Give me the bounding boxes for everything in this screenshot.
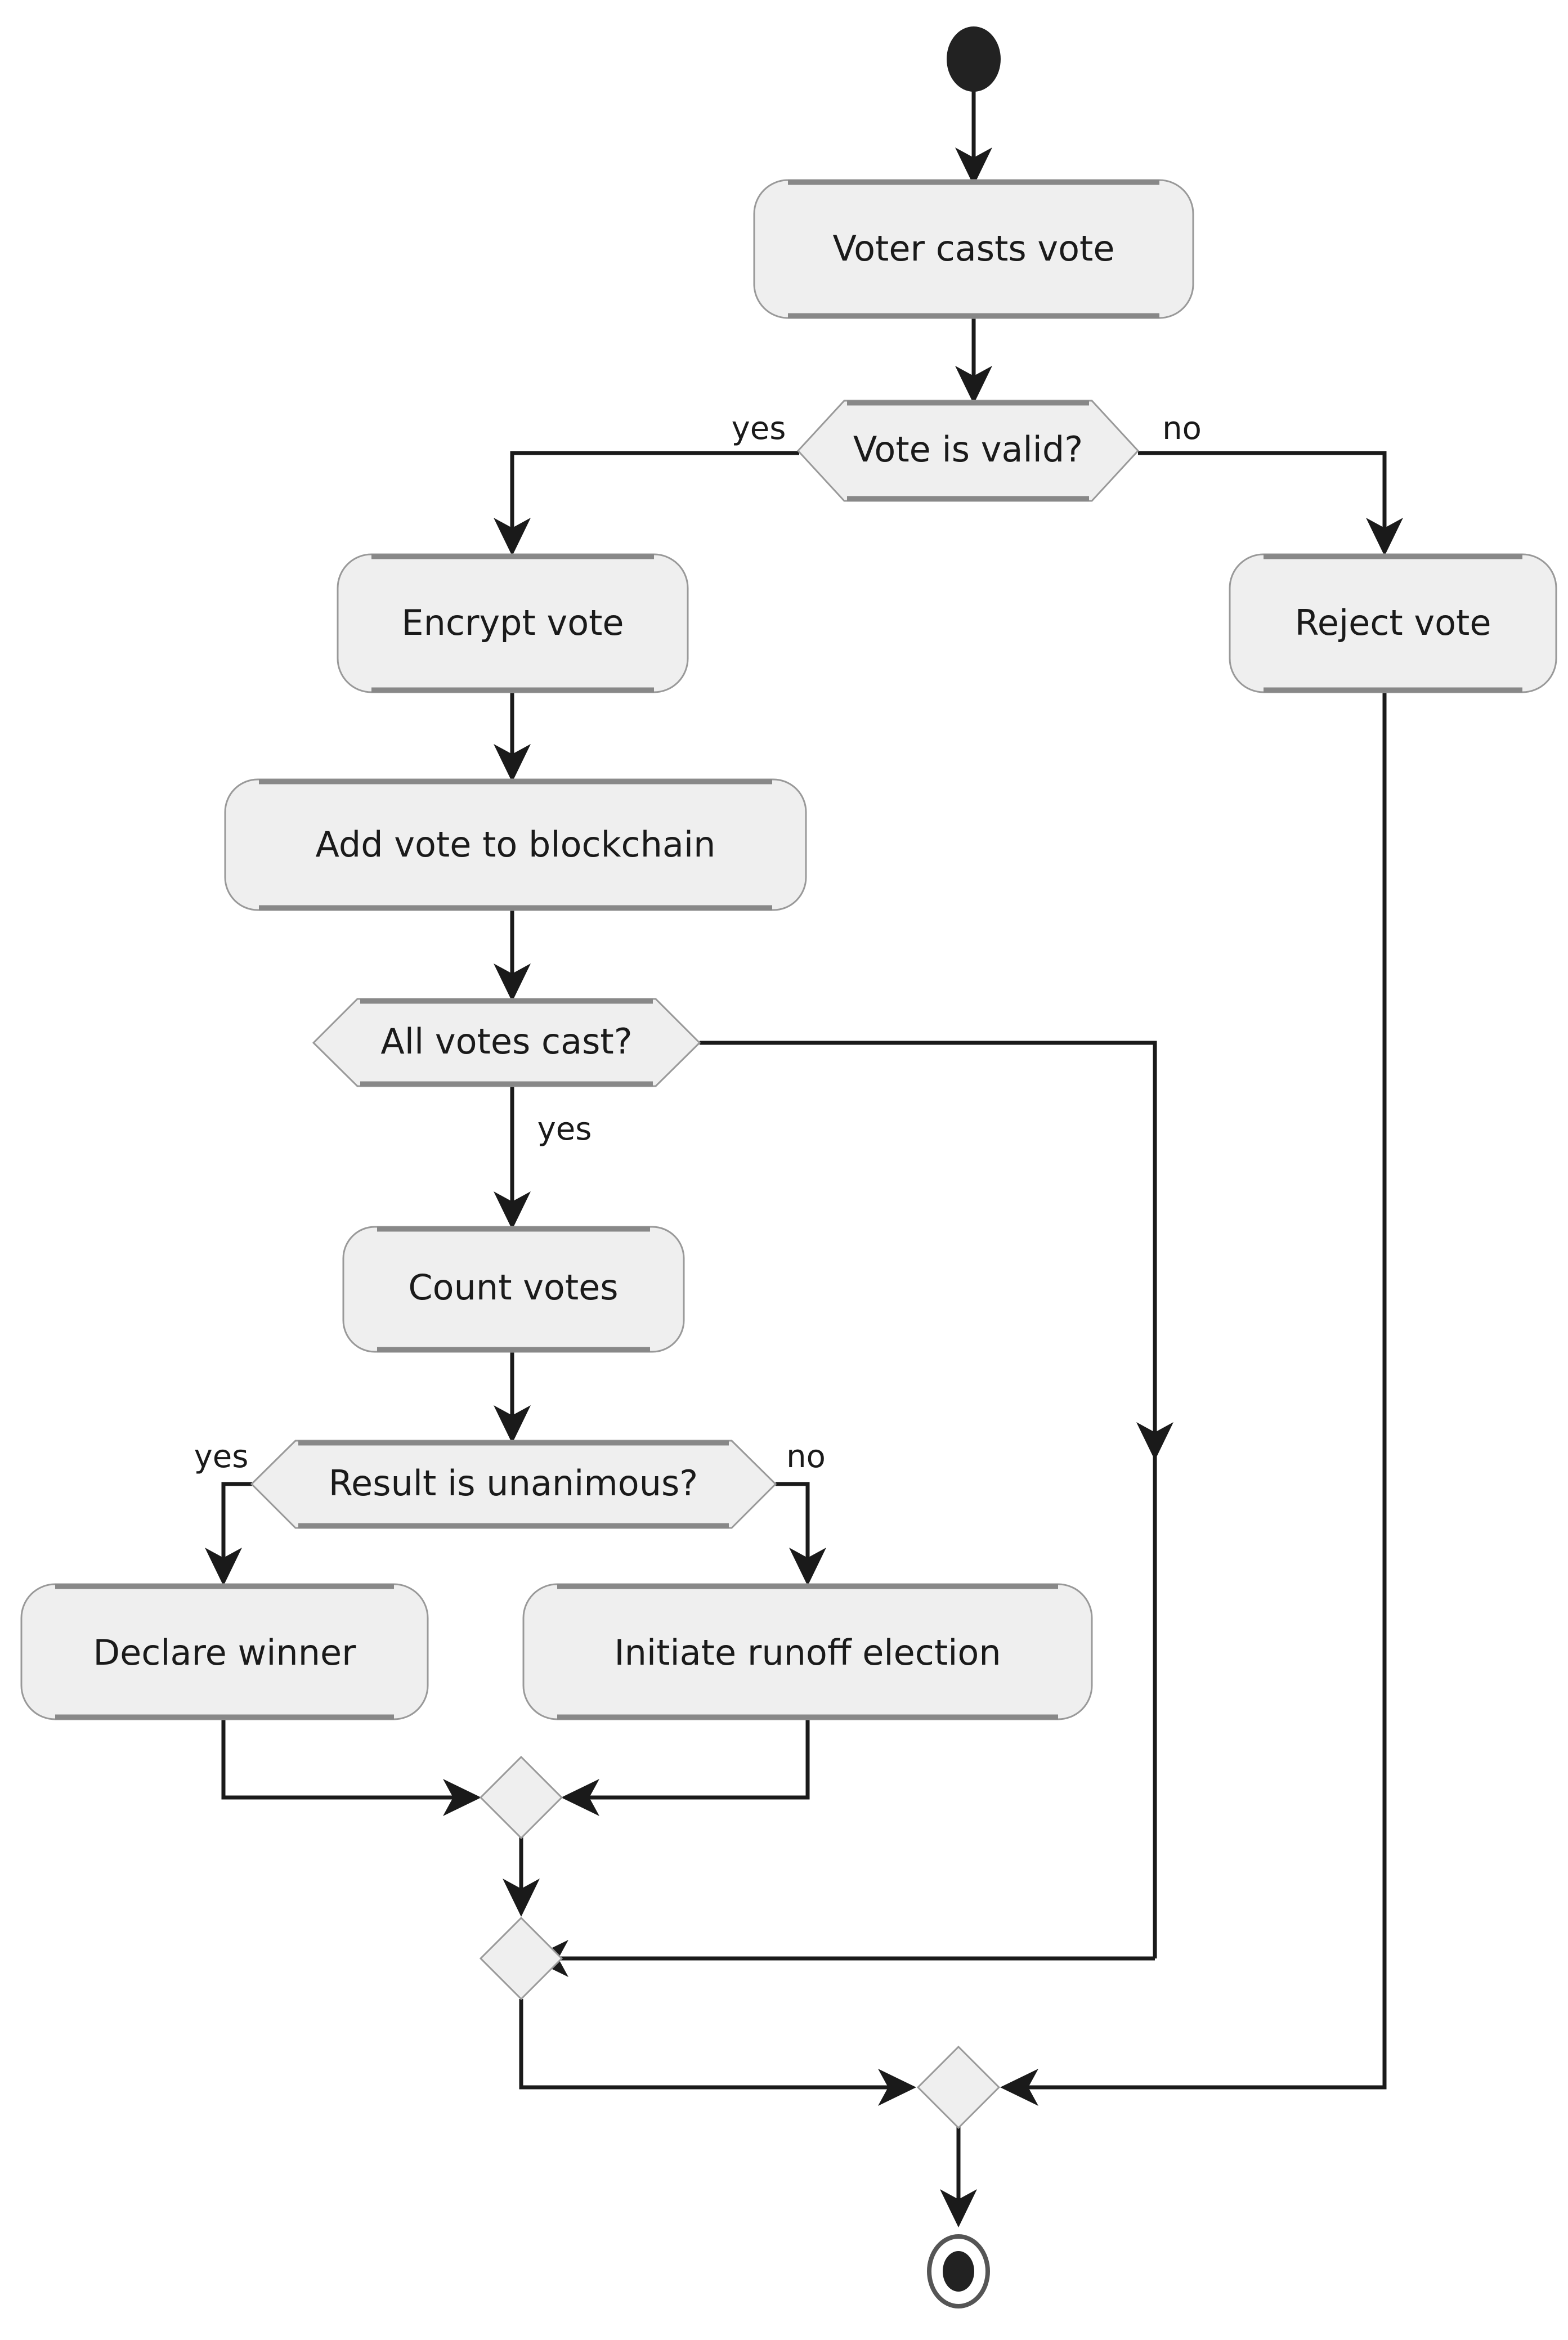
- merge-node-1: [479, 1755, 563, 1840]
- edge-layer: Encrypt vote (left) --> Reject vote (rig…: [205, 84, 1403, 2227]
- edge-result-is-unanimous-no-to-initiate-runoff: [776, 1482, 826, 1586]
- final-node: [927, 2234, 990, 2308]
- decision-vote-is-valid[interactable]: Vote is valid?: [796, 400, 1140, 502]
- guard-label-vote-valid-no: no: [1162, 410, 1202, 447]
- action-declare-winner[interactable]: Declare winner: [20, 1583, 429, 1720]
- merge-node-3: [916, 2045, 1001, 2130]
- decision-result-is-unanimous[interactable]: Result is unanimous?: [250, 1440, 777, 1529]
- merge-node-2: [479, 1916, 563, 2001]
- action-label: Initiate runoff election: [614, 1632, 1001, 1673]
- action-label: Count votes: [408, 1267, 618, 1308]
- edge-result-is-unanimous-yes-to-declare-winner: [205, 1482, 252, 1586]
- edge-start-to-voter-casts-vote: [955, 84, 992, 186]
- action-label: Encrypt vote: [401, 602, 624, 643]
- action-label: Voter casts vote: [833, 228, 1115, 269]
- action-label: Add vote to blockchain: [316, 824, 716, 865]
- edge-all-votes-cast-to-merge-2: [530, 1041, 1173, 1977]
- action-encrypt-vote[interactable]: Encrypt vote: [337, 553, 689, 693]
- action-voter-casts-vote[interactable]: Voter casts vote: [753, 179, 1194, 319]
- action-label: Declare winner: [93, 1632, 356, 1673]
- decision-all-votes-cast[interactable]: All votes cast?: [312, 998, 701, 1087]
- edge-initiate-runoff-to-merge-1: [561, 1719, 810, 1816]
- edge-declare-winner-to-merge-1: [221, 1719, 481, 1816]
- action-count-votes[interactable]: Count votes: [342, 1226, 685, 1353]
- edge-count-votes-to-result-is-unanimous: [494, 1351, 531, 1444]
- action-initiate-runoff-election[interactable]: Initiate runoff election: [522, 1583, 1093, 1720]
- action-reject-vote[interactable]: Reject vote: [1229, 553, 1557, 693]
- initial-node: [947, 26, 1001, 92]
- edge-reject-vote-to-merge-3: [1000, 692, 1387, 2106]
- guard-label-all-votes-cast-yes: yes: [537, 1111, 592, 1147]
- action-add-vote-to-blockchain[interactable]: Add vote to blockchain: [224, 778, 807, 911]
- edge-vote-is-valid-no-to-reject-vote: [1138, 451, 1403, 556]
- guard-label-unanimous-no: no: [786, 1438, 826, 1475]
- decision-label: Result is unanimous?: [329, 1463, 698, 1504]
- edge-merge-3-to-end: [940, 2127, 977, 2227]
- action-label: Reject vote: [1295, 602, 1491, 643]
- edge-all-votes-cast-yes-to-count-votes: [494, 1086, 531, 1230]
- edge-merge-2-to-merge-3: [519, 1999, 916, 2106]
- edge-encrypt-vote-to-add-vote-to-blockchain: [494, 692, 531, 782]
- edge-merge-1-to-merge-2: [503, 1837, 540, 1917]
- guard-label-unanimous-yes: yes: [194, 1438, 249, 1475]
- edge-add-vote-to-blockchain-to-all-votes-cast: [494, 909, 531, 1002]
- decision-label: All votes cast?: [380, 1021, 632, 1062]
- guard-label-vote-valid-yes: yes: [732, 410, 786, 447]
- decision-label: Vote is valid?: [853, 429, 1083, 470]
- edge-voter-casts-vote-to-vote-is-valid: [955, 318, 992, 404]
- edge-vote-is-valid-yes-to-encrypt-vote: [494, 451, 799, 556]
